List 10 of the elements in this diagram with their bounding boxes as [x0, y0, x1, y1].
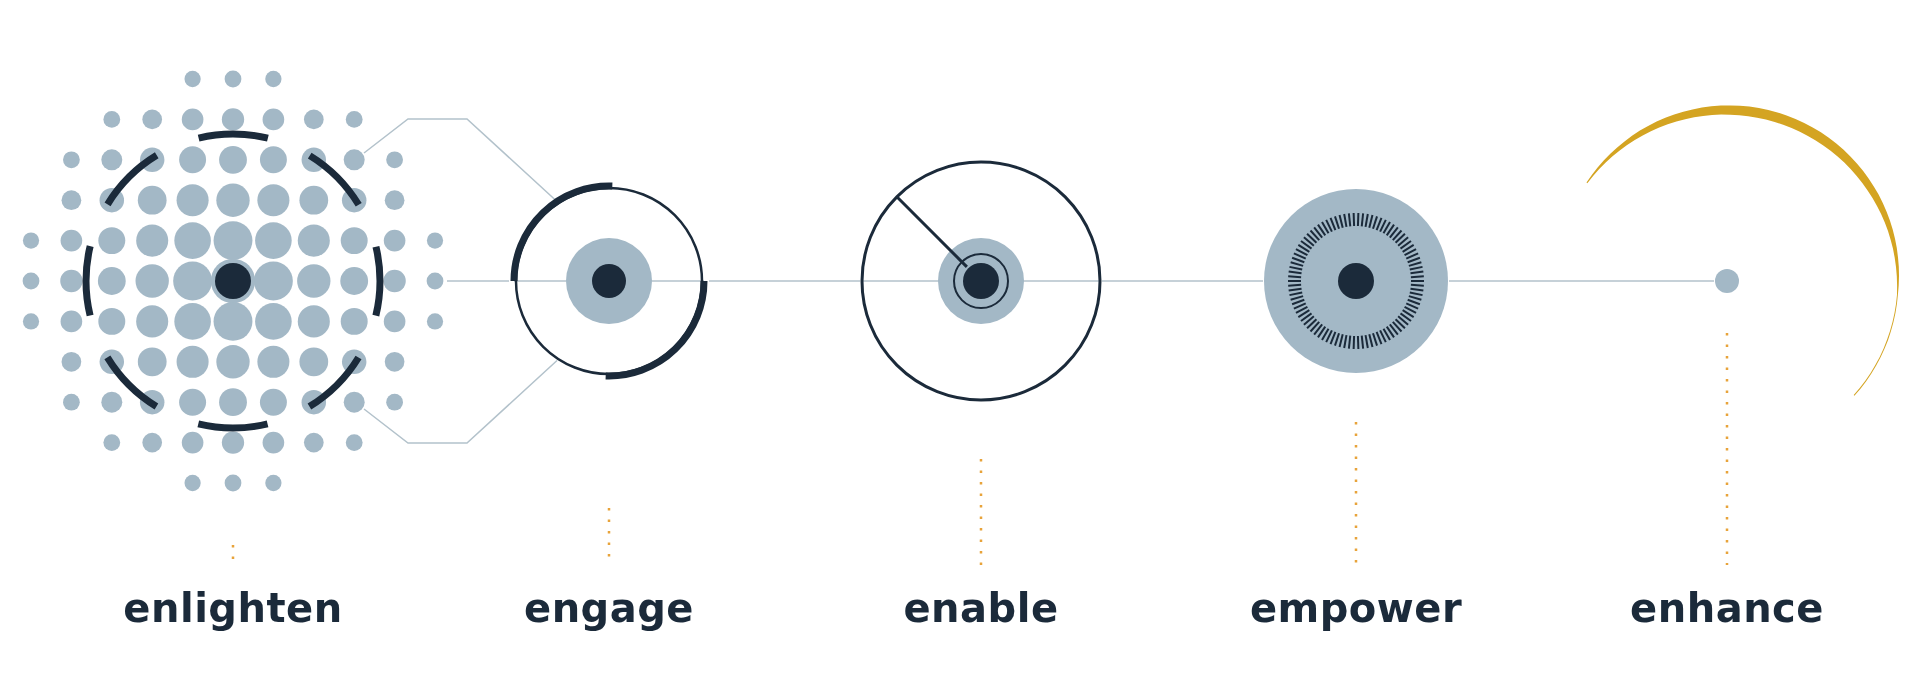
- connector-line: [1101, 280, 1264, 282]
- connector-line: [363, 359, 558, 444]
- step-label: empower: [1249, 585, 1463, 631]
- connector-line: [708, 280, 861, 282]
- connector-line: [1448, 280, 1715, 282]
- step-label: enlighten: [123, 585, 343, 631]
- connector-line: [446, 280, 510, 282]
- step-label: enable: [903, 585, 1059, 631]
- step-label: engage: [524, 585, 694, 631]
- step-label: enhance: [1630, 585, 1824, 631]
